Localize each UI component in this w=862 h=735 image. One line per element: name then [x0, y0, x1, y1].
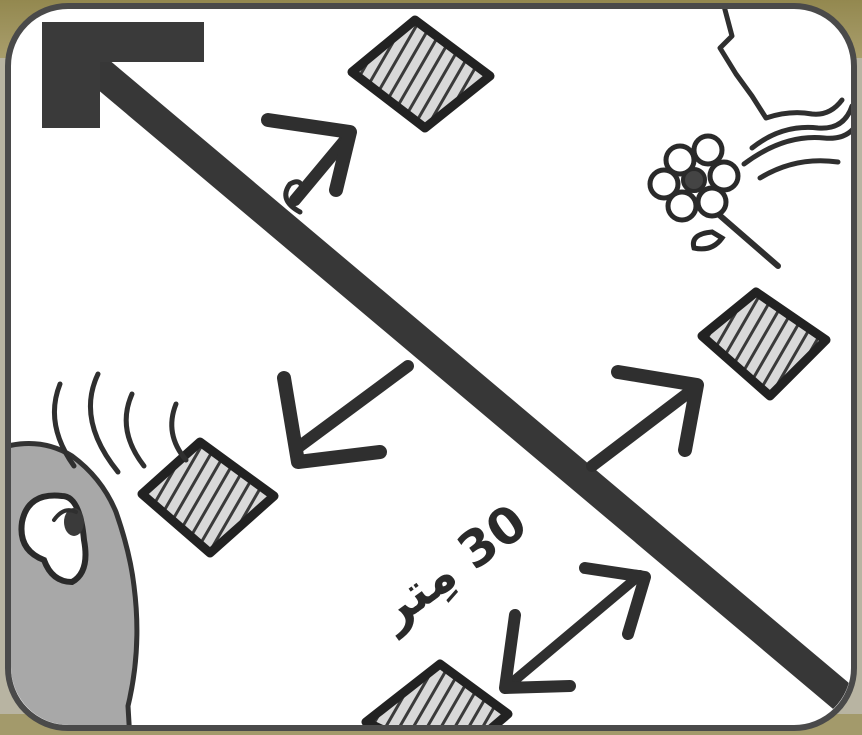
diagram-canvas: 30 مِتر — [0, 0, 862, 735]
